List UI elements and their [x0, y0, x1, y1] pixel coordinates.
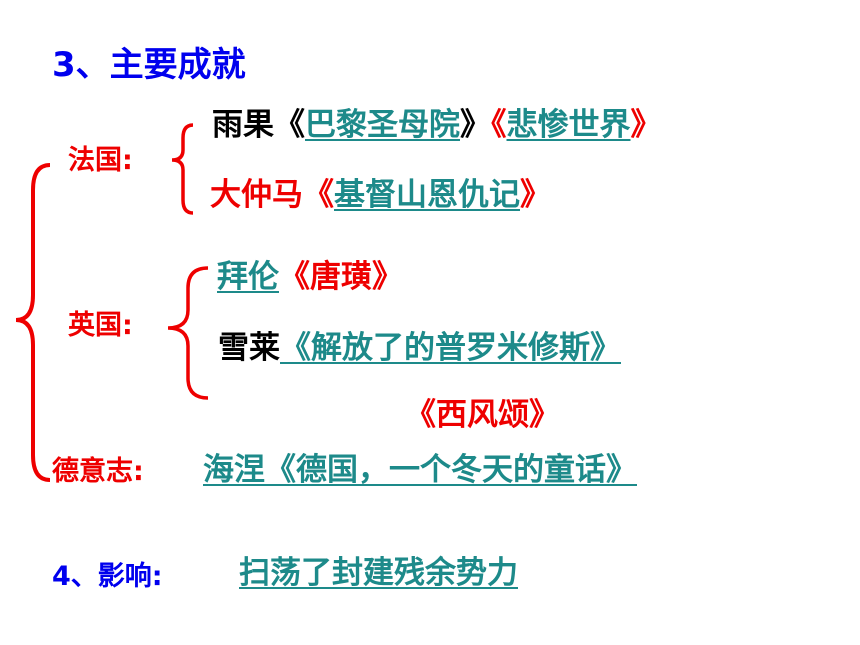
author-hugo: 雨果 [212, 107, 274, 143]
author-heine-link[interactable]: 海涅 [203, 452, 265, 488]
work-germany-winters-tale-link[interactable]: 《德国，一个冬天的童话》 [265, 452, 637, 488]
france-line-2: 大仲马《基督山恩仇记》 [210, 180, 551, 211]
work-monte-cristo-link[interactable]: 基督山恩仇记 [334, 177, 520, 213]
england-line-2: 雪莱《解放了的普罗米修斯》 [218, 333, 621, 364]
work-ode-west-wind: 《西风颂》 [405, 397, 560, 433]
impact-text-link[interactable]: 扫荡了封建残余势力 [239, 555, 518, 591]
book-bracket: 《 [274, 107, 305, 143]
germany-line: 海涅《德国，一个冬天的童话》 [203, 455, 637, 486]
book-bracket: 《 [303, 177, 334, 213]
work-don-juan: 《唐璜》 [279, 259, 403, 295]
france-brace [171, 123, 194, 215]
england-line-1: 拜伦《唐璜》 [217, 262, 403, 293]
impact-label: 4、影响: [52, 561, 163, 592]
section-heading: 3、主要成就 [52, 45, 246, 85]
work-prometheus-unbound-link[interactable]: 《解放了的普罗米修斯》 [280, 330, 621, 366]
outer-brace [15, 163, 51, 482]
book-bracket: 》 [630, 107, 662, 143]
book-bracket: 》 [460, 107, 491, 143]
author-dumas: 大仲马 [210, 177, 303, 213]
work-les-miserables-link[interactable]: 悲惨世界 [506, 107, 631, 143]
author-byron-link[interactable]: 拜伦 [217, 259, 279, 295]
work-notre-dame-link[interactable]: 巴黎圣母院 [305, 107, 460, 143]
book-bracket: 》 [520, 177, 551, 213]
england-label: 英国: [68, 310, 133, 341]
book-bracket: 《 [491, 107, 507, 143]
england-brace [167, 266, 209, 400]
author-shelley: 雪莱 [218, 330, 280, 366]
germany-label: 德意志: [52, 456, 144, 487]
france-label: 法国: [68, 145, 133, 176]
france-line-1: 雨果《巴黎圣母院》《悲惨世界》 [212, 110, 662, 141]
